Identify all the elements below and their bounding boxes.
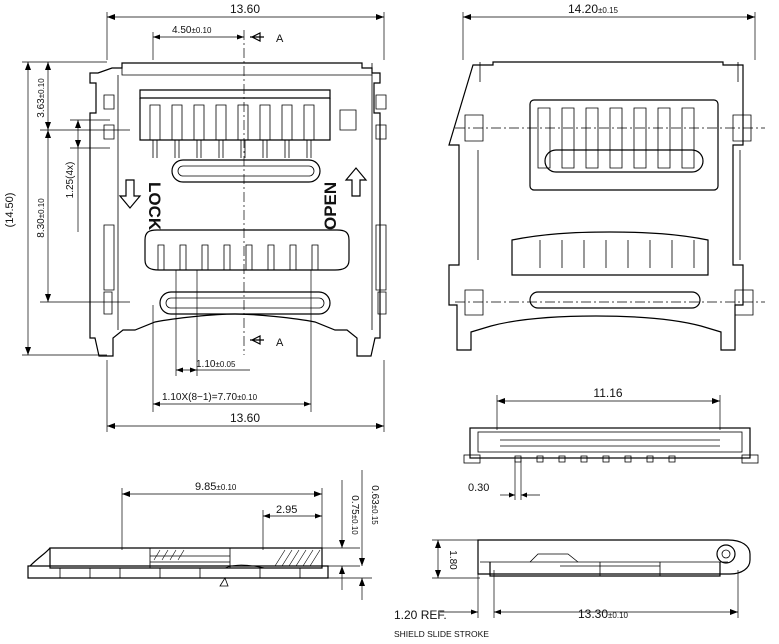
dim-side-width: 11.16 xyxy=(593,386,622,400)
dim-stroke-ref: 1.20 REF. xyxy=(394,608,447,622)
dim-height-ref: (14.50) xyxy=(4,193,16,228)
dim-h2-tol: ±0.15 xyxy=(370,505,379,526)
dim-top-to-pin-tol: ±0.10 xyxy=(37,78,46,99)
svg-text:0.63±0.15: 0.63±0.15 xyxy=(369,485,380,525)
top-view-right: 14.20±0.15 xyxy=(448,2,765,351)
dim-contact-width: 0.30 xyxy=(468,482,489,494)
section-view: 9.85±0.10 2.95 0.75±0.10 0.63±0.15 xyxy=(27,470,380,600)
top-view-left: 13.60 4.50±0.10 A (14.50) 3.63±0.10 8.30… xyxy=(4,2,387,432)
svg-text:8.30±0.10: 8.30±0.10 xyxy=(36,198,47,238)
dim-body-length: 13.30 xyxy=(578,607,608,621)
dim-pitch-rows: 1.25(4x) xyxy=(65,162,76,199)
dim-pin-span-tol: ±0.10 xyxy=(37,198,46,219)
label-open: OPEN xyxy=(321,182,340,230)
section-mark-bottom: A xyxy=(276,337,284,349)
dim-h2: 0.63 xyxy=(369,485,380,505)
svg-text:1.10X(8−1)=7.70±0.10: 1.10X(8−1)=7.70±0.10 xyxy=(162,392,258,403)
side-view-front: 11.16 0.30 xyxy=(463,386,759,500)
dim-pitch-small: 1.10 xyxy=(196,359,216,370)
dim-body-height: 1.80 xyxy=(447,550,458,570)
dim-pitch-total: 1.10X(8−1)=7.70 xyxy=(162,392,237,403)
dim-right-width-tol: ±0.15 xyxy=(598,6,619,15)
dim-pitch-total-tol: ±0.10 xyxy=(237,393,258,402)
svg-text:14.20±0.15: 14.20±0.15 xyxy=(568,2,619,16)
side-view-profile: 1.80 1.20 REF. SHIELD SLIDE STROKE 13.30… xyxy=(394,539,751,639)
dim-right-width: 14.20 xyxy=(568,2,598,16)
dim-pin-offset-tol: ±0.10 xyxy=(191,26,212,35)
svg-text:0.75±0.10: 0.75±0.10 xyxy=(349,495,360,535)
dim-bottom-width: 13.60 xyxy=(230,411,260,425)
svg-text:13.30±0.10: 13.30±0.10 xyxy=(578,607,629,621)
dim-pitch-small-tol: ±0.05 xyxy=(215,360,236,369)
svg-text:3.63±0.10: 3.63±0.10 xyxy=(36,78,47,118)
section-mark-top: A xyxy=(276,33,284,45)
label-lock: LOCK xyxy=(145,182,164,231)
dim-h1: 0.75 xyxy=(349,495,360,515)
dim-side-length-tol: ±0.10 xyxy=(216,483,237,492)
dim-pin-span: 8.30 xyxy=(36,218,47,238)
svg-text:1.10±0.05: 1.10±0.05 xyxy=(196,359,236,370)
dim-body-length-tol: ±0.10 xyxy=(608,611,629,620)
dim-pin-offset: 4.50 xyxy=(172,25,192,36)
svg-text:4.50±0.10: 4.50±0.10 xyxy=(172,25,212,36)
dim-top-to-pin: 3.63 xyxy=(36,98,47,118)
dim-top-width: 13.60 xyxy=(230,2,260,16)
stroke-caption: SHIELD SLIDE STROKE xyxy=(394,629,489,639)
dim-side-length: 9.85 xyxy=(195,481,216,493)
svg-text:9.85±0.10: 9.85±0.10 xyxy=(195,481,237,493)
dim-h1-tol: ±0.10 xyxy=(350,515,359,536)
dim-side-step: 2.95 xyxy=(276,504,297,516)
